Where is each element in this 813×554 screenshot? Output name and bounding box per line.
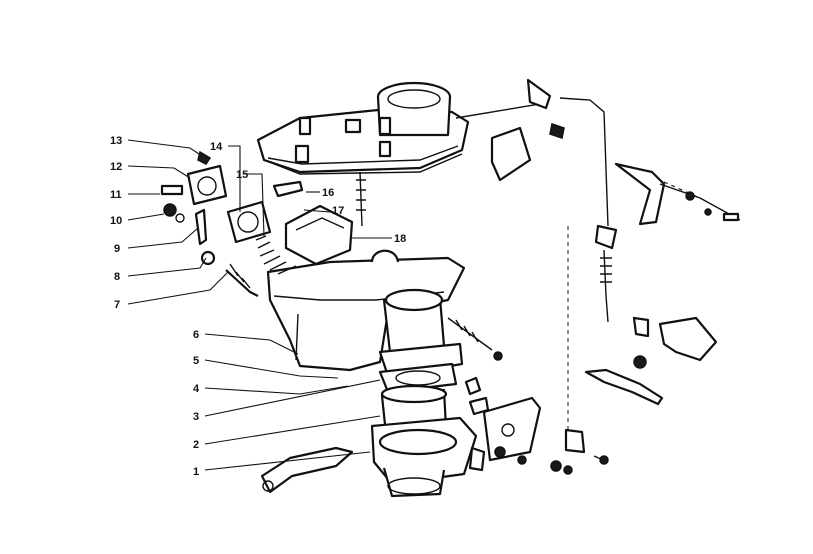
throttle-lever (260, 446, 354, 494)
callout-2: 2 (193, 439, 199, 451)
linkage-bracket-lower (464, 376, 609, 475)
mixture-screw-7 (225, 263, 259, 297)
diaphragm-plate (226, 200, 272, 244)
callout-11: 11 (110, 189, 122, 201)
needle-valve (356, 171, 366, 227)
venturi-body (378, 288, 464, 378)
float (284, 204, 354, 266)
callout-17: 17 (332, 205, 344, 217)
callout-7: 7 (114, 299, 120, 311)
callout-16: 16 (322, 187, 334, 199)
cover-plate (186, 164, 228, 206)
callout-18: 18 (394, 233, 406, 245)
callout-13: 13 (110, 135, 122, 147)
stud-11 (160, 184, 184, 196)
float-lever (272, 180, 304, 198)
screw-8 (200, 250, 216, 266)
callout-9: 9 (114, 243, 120, 255)
air-horn-cover (256, 78, 552, 174)
callout-10: 10 (110, 215, 122, 227)
float-bowl (266, 249, 466, 372)
washer-10 (163, 203, 185, 223)
screw-13 (197, 150, 212, 165)
throttle-body-base (370, 416, 478, 498)
throttle-body-gasket (378, 362, 458, 394)
callouts: 1 2 3 4 5 6 7 8 9 10 11 12 13 14 15 16 1… (110, 135, 406, 478)
callout-14: 14 (210, 141, 223, 153)
idle-adjust-screw (447, 317, 503, 361)
callout-1: 1 (193, 466, 199, 478)
bellcrank-assembly (614, 162, 741, 226)
callout-4: 4 (193, 383, 200, 395)
callout-3: 3 (193, 411, 199, 423)
clip-9 (194, 208, 208, 246)
small-nut-top (549, 123, 565, 139)
cover-plate-gasket-right (490, 126, 532, 182)
callout-12: 12 (110, 161, 122, 173)
choke-lever (584, 355, 664, 406)
accelerator-rod (559, 97, 618, 323)
callout-5: 5 (193, 355, 199, 367)
callout-8: 8 (114, 271, 120, 283)
choke-bracket (632, 316, 718, 362)
linkage-dashed-guide (567, 181, 701, 430)
leader-lines (127, 139, 392, 471)
callout-15: 15 (236, 169, 248, 181)
float-spring (255, 235, 297, 275)
callout-6: 6 (193, 329, 199, 341)
